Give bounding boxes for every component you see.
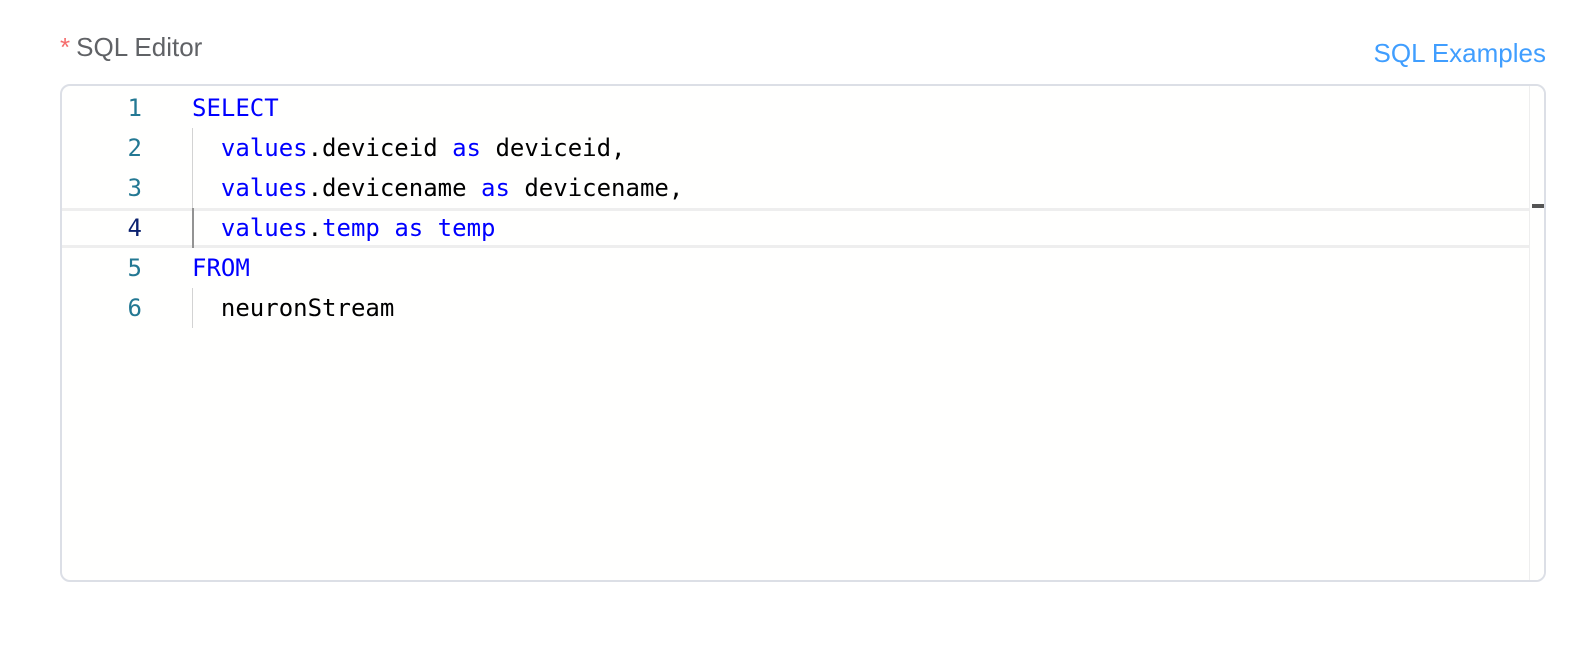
code-text: SELECT [192, 88, 279, 128]
sql-editor-label-text: SQL Editor [76, 31, 203, 62]
line-number: 3 [127, 174, 142, 202]
code-text: values.deviceid as deviceid, [192, 128, 626, 168]
code-line[interactable]: 6 neuronStream [62, 288, 1530, 328]
line-number: 6 [127, 294, 142, 322]
code-line[interactable]: 4 values.temp as temp [62, 208, 1530, 248]
line-number: 1 [127, 94, 142, 122]
code-token [423, 214, 437, 242]
cursor-overview-marker [1532, 204, 1544, 208]
code-line[interactable]: 1 SELECT [62, 88, 1530, 128]
indent-guide [192, 208, 194, 248]
code-text: values.temp as temp [192, 208, 496, 248]
code-token: .devicename [307, 174, 481, 202]
keyword-token: values [220, 174, 308, 202]
keyword-token: temp [437, 214, 496, 242]
editor-vertical-scrollbar[interactable] [1529, 86, 1544, 580]
line-number: 5 [127, 254, 142, 282]
keyword-token: temp [322, 214, 380, 242]
required-mark: * [60, 31, 71, 62]
line-number: 2 [127, 134, 142, 162]
code-text: FROM [192, 248, 250, 288]
code-token [192, 134, 221, 162]
code-line[interactable]: 2 values.deviceid as deviceid, [62, 128, 1530, 168]
line-number: 4 [127, 214, 142, 242]
code-line[interactable]: 3 values.devicename as devicename, [62, 168, 1530, 208]
code-token: deviceid, [481, 134, 626, 162]
code-token: devicename, [509, 174, 684, 202]
keyword-token: values [220, 214, 308, 242]
code-text: neuronStream [192, 288, 394, 328]
indent-guide [192, 168, 193, 208]
code-token: neuronStream [220, 294, 395, 322]
code-token [380, 214, 394, 242]
code-token [192, 294, 221, 322]
code-text: values.devicename as devicename, [192, 168, 683, 208]
indent-guide [192, 128, 193, 168]
sql-editor-label: * SQL Editor [60, 30, 202, 64]
code-token: . [307, 214, 323, 242]
keyword-token: FROM [192, 254, 250, 282]
indent-guide [192, 288, 193, 328]
sql-editor-form-item: * SQL Editor SQL Examples 1 SELECT 2 value… [60, 0, 1546, 652]
keyword-token: values [220, 134, 308, 162]
code-line[interactable]: 5 FROM [62, 248, 1530, 288]
keyword-token: SELECT [192, 94, 279, 122]
keyword-token: as [394, 214, 424, 242]
sql-examples-link[interactable]: SQL Examples [1373, 38, 1546, 68]
keyword-token: as [452, 134, 482, 162]
keyword-token: as [481, 174, 510, 202]
code-token: .deviceid [307, 134, 453, 162]
code-token [192, 174, 221, 202]
code-token [192, 214, 221, 242]
